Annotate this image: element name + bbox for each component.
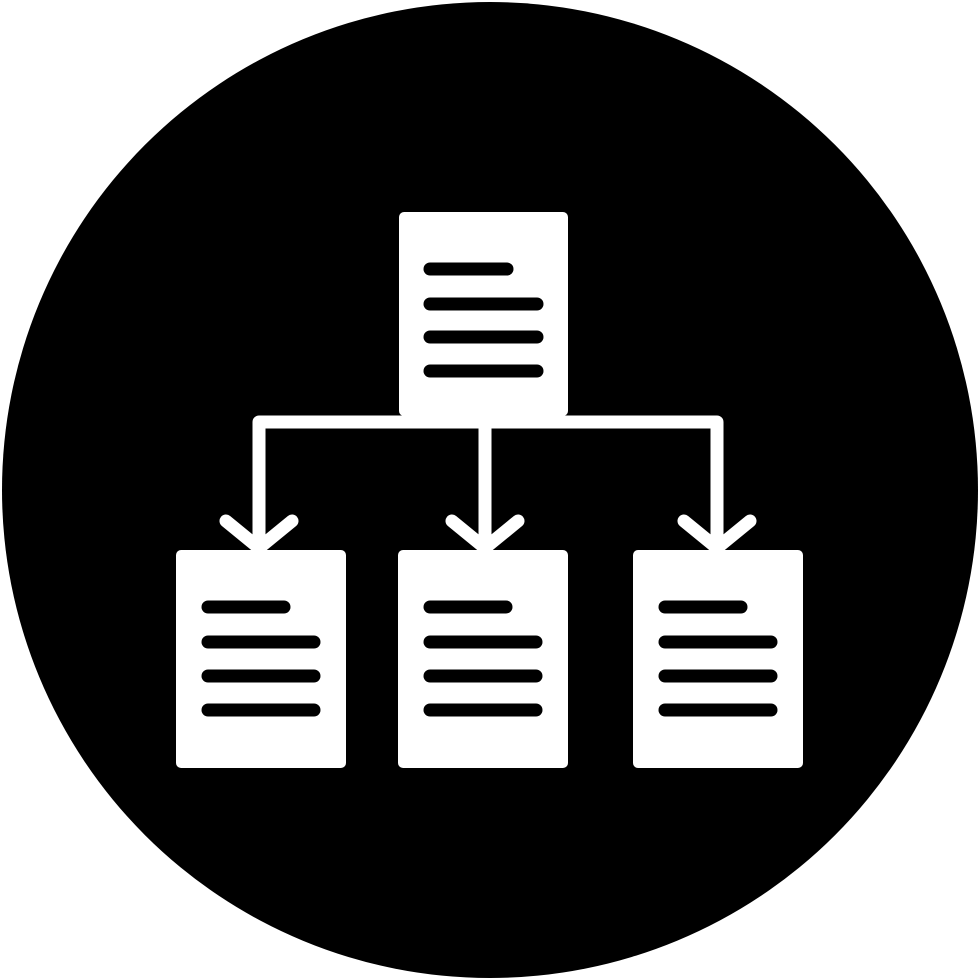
child-document-center-icon xyxy=(398,550,568,768)
parent-document-page xyxy=(399,212,568,416)
arrow-center-icon xyxy=(445,514,525,555)
parent-document-icon xyxy=(399,212,568,416)
connector-lines xyxy=(252,409,724,552)
child-document-left-icon xyxy=(176,550,346,768)
child-document-page xyxy=(398,550,568,768)
child-document-right-icon xyxy=(633,550,803,768)
arrow-left-icon xyxy=(219,514,299,555)
child-document-page xyxy=(176,550,346,768)
arrow-right-icon xyxy=(677,514,757,555)
child-document-page xyxy=(633,550,803,768)
